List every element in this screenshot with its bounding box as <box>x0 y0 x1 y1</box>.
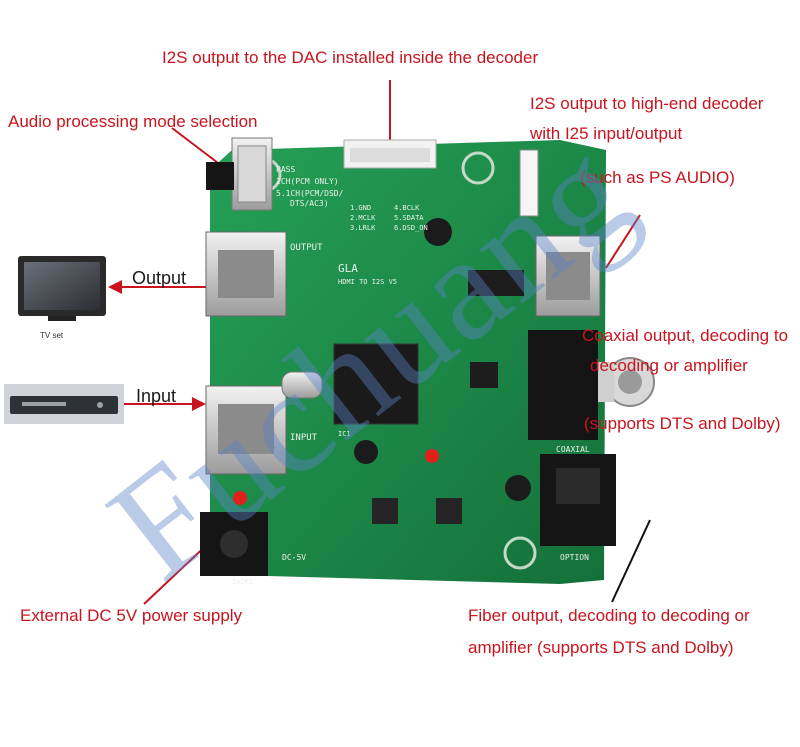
hdmi-highend-port <box>535 235 601 317</box>
svg-text:DTS/AC3): DTS/AC3) <box>290 199 329 208</box>
tv-set-caption: TV set <box>40 331 64 340</box>
svg-text:OPTION: OPTION <box>560 553 589 562</box>
callout-highend-line2: with I25 input/output <box>530 124 683 143</box>
svg-text:5.1CH(PCM/DSD/: 5.1CH(PCM/DSD/ <box>276 189 344 198</box>
svg-text:5.SDATA: 5.SDATA <box>394 214 424 222</box>
dvd-player-icon <box>4 384 124 424</box>
dc-power-jack <box>200 512 268 576</box>
board-silkscreen: PASS 2CH(PCM ONLY) 5.1CH(PCM/DSD/ DTS/AC… <box>232 165 590 586</box>
svg-text:PASS: PASS <box>276 165 295 174</box>
callout-input: Input <box>136 386 177 406</box>
callout-highend-line1: I2S output to high-end decoder <box>530 94 764 113</box>
i2s-pin-header <box>519 149 539 217</box>
callout-i2s-dac: I2S output to the DAC installed inside t… <box>162 48 539 67</box>
hdmi-input-port <box>205 385 287 475</box>
callout-coax-line1: Coaxial output, decoding to <box>582 326 789 345</box>
svg-text:6.DSD_ON: 6.DSD_ON <box>394 224 428 232</box>
main-chip <box>333 343 419 425</box>
svg-text:JACK1: JACK1 <box>232 578 253 586</box>
svg-text:2CH(PCM ONLY): 2CH(PCM ONLY) <box>276 177 339 186</box>
mode-switch <box>206 137 273 211</box>
i2s-dac-connector <box>343 139 437 169</box>
capacitors <box>354 218 531 501</box>
svg-text:2.MCLK: 2.MCLK <box>350 214 376 222</box>
callout-fiber-line2: amplifier (supports DTS and Dolby) <box>468 638 734 657</box>
callout-fiber-line1: Fiber output, decoding to decoding or <box>468 606 750 625</box>
callout-highend-line3: (such as PS AUDIO) <box>580 168 735 187</box>
svg-text:GLA: GLA <box>338 262 358 275</box>
svg-text:DC-5V: DC-5V <box>282 553 306 562</box>
callout-coax-line3: (supports DTS and Dolby) <box>584 414 781 433</box>
tv-set-icon <box>18 256 106 321</box>
svg-text:3.LRLK: 3.LRLK <box>350 224 376 232</box>
svg-text:4.BCLK: 4.BCLK <box>394 204 420 212</box>
svg-text:1.GND: 1.GND <box>350 204 371 212</box>
svg-text:OUTPUT: OUTPUT <box>290 243 323 253</box>
callout-coax-line2: decoding or amplifier <box>590 356 748 375</box>
status-leds <box>233 449 439 505</box>
svg-text:IC1: IC1 <box>338 430 351 438</box>
small-chips <box>281 270 524 524</box>
coaxial-rca-jack <box>528 330 655 440</box>
callout-arrows <box>108 80 651 605</box>
callout-output: Output <box>132 268 187 288</box>
svg-text:HDMI TO I2S V5: HDMI TO I2S V5 <box>338 278 397 286</box>
svg-text:INPUT: INPUT <box>290 433 318 443</box>
callout-mode-selection: Audio processing mode selection <box>8 112 258 131</box>
optical-toslink-jack <box>540 454 616 546</box>
svg-text:COAXIAL: COAXIAL <box>556 445 590 454</box>
callout-dc-power: External DC 5V power supply <box>20 606 243 625</box>
hdmi-output-port <box>205 231 287 317</box>
